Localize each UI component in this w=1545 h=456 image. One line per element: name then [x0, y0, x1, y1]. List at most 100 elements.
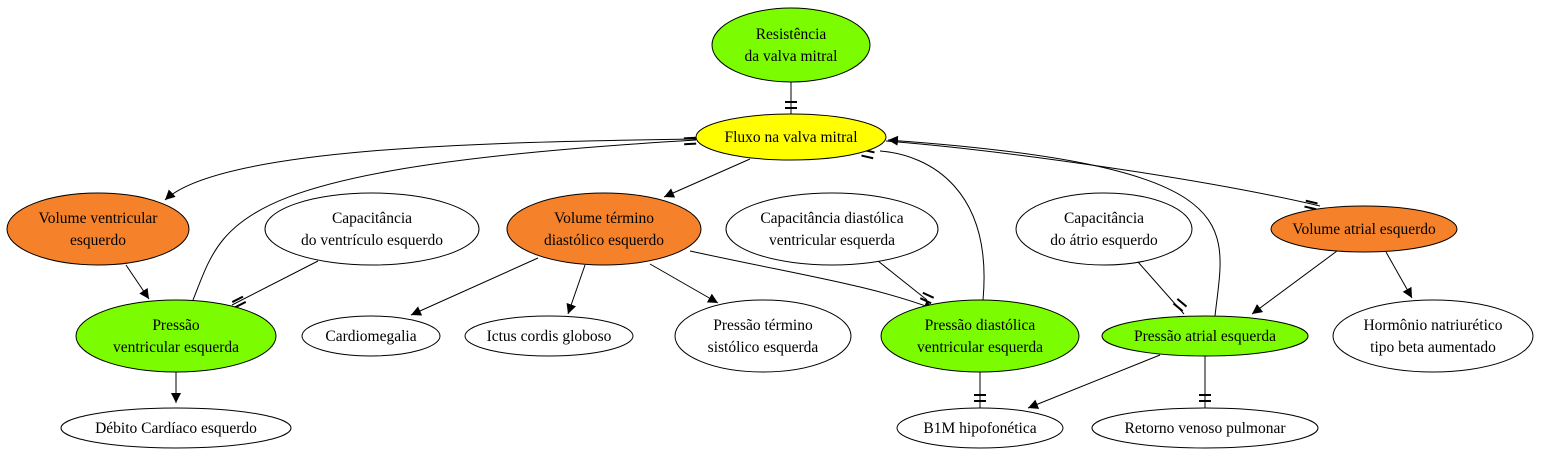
- edge-fluxo-to-vol-term: [663, 158, 751, 198]
- node-ellipse: [725, 192, 939, 266]
- node-ellipse: [464, 315, 634, 357]
- node-label: Pressão atrial esquerda: [1134, 328, 1276, 345]
- node-label: Cardiomegalia: [325, 328, 416, 345]
- edge-line: [879, 150, 985, 301]
- node-label: Ictus cordis globoso: [487, 328, 612, 345]
- node-ellipse: [6, 192, 190, 266]
- node-ictus: Ictus cordis globoso: [464, 315, 634, 357]
- inverse-marker: [1199, 394, 1211, 402]
- node-label: sistólico esquerda: [708, 339, 819, 356]
- node-label: Capacitância: [332, 210, 412, 227]
- node-label: ventricular esquerda: [917, 339, 1043, 356]
- edge-pressao-atrial-to-retorno: [1199, 356, 1211, 408]
- edge-line: [1385, 251, 1413, 299]
- edge-pressao-atrial-to-fluxo: [887, 135, 1221, 317]
- edge-line: [689, 250, 935, 311]
- node-ellipse: [301, 315, 441, 357]
- edge-resistencia-to-fluxo: [785, 82, 797, 114]
- node-debito: Débito Cardíaco esquerdo: [60, 407, 292, 449]
- node-ellipse: [1091, 407, 1319, 449]
- node-ellipse: [896, 407, 1064, 449]
- edge-line: [231, 260, 319, 306]
- node-hormonio: Hormônio natriurético tipo beta aumentado: [1332, 299, 1534, 373]
- edge-vol-vent-to-pressao-vent: [125, 264, 150, 300]
- node-ellipse: [1332, 299, 1534, 373]
- node-pressao-diast: Pressão diastólica ventricular esquerda: [880, 299, 1080, 373]
- edge-vol-term-to-pressao-sist: [649, 263, 719, 304]
- edge-line: [885, 140, 1321, 207]
- node-ellipse: [1270, 205, 1458, 253]
- node-label: Pressão término: [713, 317, 813, 334]
- node-label: Retorno venoso pulmonar: [1124, 420, 1286, 437]
- edge-pressao-diast-to-b1m: [974, 372, 986, 408]
- node-label: Hormônio natriurético: [1363, 317, 1502, 334]
- node-ellipse: [1101, 315, 1309, 357]
- edge-line: [877, 260, 928, 301]
- node-label: da valva mitral: [745, 48, 838, 65]
- node-pressao-atrial: Pressão atrial esquerda: [1101, 315, 1309, 357]
- node-ellipse: [880, 299, 1080, 373]
- node-fluxo: Fluxo na valva mitral: [695, 113, 887, 161]
- node-ellipse: [506, 192, 702, 266]
- edge-line: [192, 139, 697, 301]
- edge-cap-diast-to-pressao-diast: [877, 260, 935, 305]
- node-pressao-vent: Pressão ventricular esquerda: [75, 299, 277, 373]
- node-cardiomegalia: Cardiomegalia: [301, 315, 441, 357]
- inverse-marker: [1172, 298, 1188, 312]
- edge-line: [649, 263, 719, 304]
- edge-line: [1251, 250, 1338, 315]
- edge-line: [887, 135, 1221, 317]
- node-label: do ventrículo esquerdo: [301, 232, 443, 249]
- node-label: Volume atrial esquerdo: [1292, 221, 1436, 238]
- node-retorno: Retorno venoso pulmonar: [1091, 407, 1319, 449]
- edge-line: [410, 257, 539, 316]
- node-ellipse: [674, 299, 852, 373]
- inverse-marker: [683, 136, 697, 146]
- node-cap-atrio: Capacitância do átrio esquerdo: [1015, 192, 1193, 266]
- node-label: Volume término: [554, 210, 654, 227]
- edge-vol-term-to-ictus: [566, 264, 586, 315]
- node-b1m: B1M hipofonética: [896, 407, 1064, 449]
- inverse-marker: [974, 394, 986, 402]
- node-label: Capacitância: [1064, 210, 1144, 227]
- node-label: diastólico esquerdo: [544, 232, 664, 249]
- node-ellipse: [75, 299, 277, 373]
- node-ellipse: [264, 192, 480, 266]
- node-label: tipo beta aumentado: [1370, 339, 1496, 356]
- edge-fluxo-to-vol-atrial: [885, 140, 1321, 211]
- edge-line: [125, 264, 150, 300]
- node-label: Débito Cardíaco esquerdo: [95, 420, 257, 437]
- inverse-marker: [1304, 199, 1318, 211]
- inverse-marker: [919, 291, 935, 305]
- node-label: Fluxo na valva mitral: [724, 129, 857, 146]
- edge-vol-term-to-cardiomegalia: [410, 257, 539, 316]
- node-vol-atrial: Volume atrial esquerdo: [1270, 205, 1458, 253]
- edge-cap-vent-to-pressao-vent: [231, 260, 319, 309]
- inverse-marker: [231, 295, 247, 309]
- edge-pressao-atrial-to-b1m: [1027, 354, 1161, 409]
- node-label: ventricular esquerda: [769, 232, 895, 249]
- node-label: Resistência: [756, 26, 827, 43]
- node-label: Volume ventricular: [39, 210, 159, 227]
- node-label: do átrio esquerdo: [1050, 232, 1158, 249]
- edges-layer: [125, 82, 1413, 409]
- node-ellipse: [1015, 192, 1193, 266]
- node-label: Pressão diastólica: [925, 317, 1036, 334]
- node-label: ventricular esquerda: [113, 339, 239, 356]
- node-ellipse: [60, 407, 292, 449]
- edge-fluxo-to-vol-vent: [164, 138, 697, 201]
- node-pressao-sist: Pressão término sistólico esquerda: [674, 299, 852, 373]
- node-label: B1M hipofonética: [923, 420, 1036, 437]
- edge-line: [566, 264, 586, 315]
- node-resistencia: Resistência da valva mitral: [711, 7, 871, 83]
- node-label: Pressão: [152, 317, 200, 334]
- node-ellipse: [695, 113, 887, 161]
- edge-line: [663, 158, 751, 198]
- edge-vol-atrial-to-pressao-atrial: [1251, 250, 1338, 315]
- node-cap-vent: Capacitância do ventrículo esquerdo: [264, 192, 480, 266]
- edge-pressao-vent-to-fluxo: [192, 136, 697, 301]
